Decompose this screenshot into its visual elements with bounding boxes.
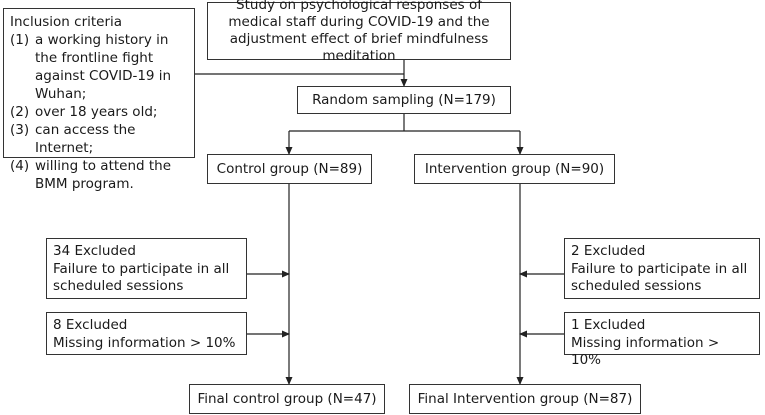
criterion-text: over 18 years old; xyxy=(35,104,158,120)
excluded-reason: Failure to participate in all scheduled … xyxy=(53,260,230,295)
inclusion-criterion: (2) over 18 years old; xyxy=(10,103,188,121)
final-intervention-label: Final Intervention group (N=87) xyxy=(417,390,633,407)
inclusion-criterion: (4) willing to attend the BMM program. xyxy=(10,157,188,193)
random-sampling-label: Random sampling (N=179) xyxy=(312,91,496,108)
excluded-count: 1 Excluded xyxy=(571,317,646,333)
inclusion-criteria-box: Inclusion criteria (1) a working history … xyxy=(3,8,195,192)
criterion-text: can access the Internet; xyxy=(35,122,136,156)
inclusion-criterion: (3) can access the Internet; xyxy=(10,121,188,157)
excluded-reason: Failure to participate in all scheduled … xyxy=(571,260,748,295)
study-title: Study on psychological responses of medi… xyxy=(228,0,490,64)
criterion-number: (3) xyxy=(10,122,30,138)
criterion-text: a working history in the frontline fight… xyxy=(35,32,172,102)
control-group-label: Control group (N=89) xyxy=(216,160,363,177)
control-excluded-box-1: 34 Excluded Failure to participate in al… xyxy=(46,238,247,299)
excluded-count: 34 Excluded xyxy=(53,243,136,259)
control-excluded-box-2: 8 Excluded Missing information > 10% xyxy=(46,312,247,355)
intervention-group-box: Intervention group (N=90) xyxy=(414,154,615,184)
excluded-reason: Missing information > 10% xyxy=(571,334,720,369)
criterion-number: (2) xyxy=(10,104,30,120)
criterion-number: (1) xyxy=(10,32,30,48)
excluded-count: 8 Excluded xyxy=(53,317,128,333)
random-sampling-box: Random sampling (N=179) xyxy=(297,86,511,114)
intervention-excluded-box-1: 2 Excluded Failure to participate in all… xyxy=(564,238,760,299)
study-box: Study on psychological responses of medi… xyxy=(207,0,511,64)
excluded-reason: Missing information > 10% xyxy=(53,334,236,351)
final-control-box: Final control group (N=47) xyxy=(189,384,385,414)
intervention-excluded-box-2: 1 Excluded Missing information > 10% xyxy=(564,312,760,368)
control-group-box: Control group (N=89) xyxy=(207,154,372,184)
final-control-label: Final control group (N=47) xyxy=(197,390,377,407)
excluded-count: 2 Excluded xyxy=(571,243,646,259)
criterion-number: (4) xyxy=(10,158,30,174)
inclusion-criteria-list: (1) a working history in the frontline fi… xyxy=(10,31,188,193)
intervention-group-label: Intervention group (N=90) xyxy=(424,160,605,177)
inclusion-criteria-title: Inclusion criteria xyxy=(10,14,123,30)
inclusion-criterion: (1) a working history in the frontline fi… xyxy=(10,31,188,103)
criterion-text: willing to attend the BMM program. xyxy=(35,158,172,192)
final-intervention-box: Final Intervention group (N=87) xyxy=(409,384,641,414)
